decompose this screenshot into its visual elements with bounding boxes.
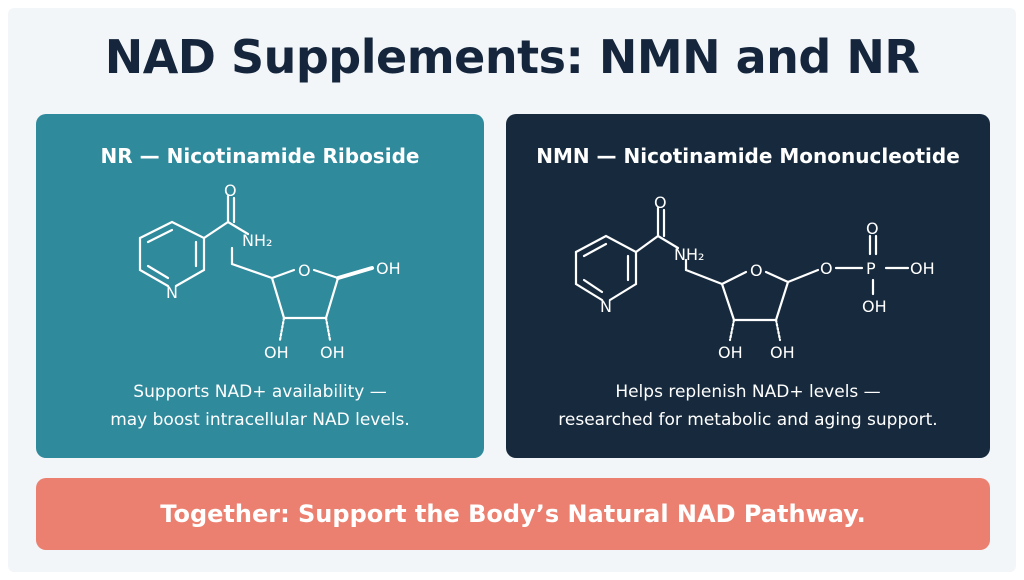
nmn-atom-amide: NH₂ bbox=[674, 245, 704, 264]
nmn-atom-phosphate-top-o: O bbox=[866, 219, 879, 238]
footer-text: Together: Support the Body’s Natural NAD… bbox=[160, 500, 866, 528]
nmn-structure-diagram: O NH₂ N O O P O OH OH OH OH bbox=[574, 193, 935, 362]
nmn-atom-phosphate-oh-right: OH bbox=[910, 259, 935, 278]
nmn-atom-oh-left: OH bbox=[718, 343, 743, 362]
nmn-atom-phosphate-oh-bottom: OH bbox=[862, 297, 887, 316]
footer-banner: Together: Support the Body’s Natural NAD… bbox=[36, 478, 990, 550]
nr-caption-line1: Supports NAD+ availability — bbox=[133, 382, 387, 402]
nr-atom-carbonyl-o: O bbox=[224, 181, 237, 200]
nmn-atom-phosphate-link-o: O bbox=[820, 259, 833, 278]
nr-atom-ring-o: O bbox=[298, 261, 311, 280]
nr-structure-diagram: O NH₂ N O OH OH OH bbox=[138, 181, 401, 362]
nr-caption: Supports NAD+ availability — may boost i… bbox=[36, 378, 484, 434]
nmn-atom-ring-o: O bbox=[750, 261, 763, 280]
nmn-caption-line1: Helps replenish NAD+ levels — bbox=[615, 382, 881, 402]
nmn-atom-ring-n: N bbox=[600, 297, 612, 316]
nmn-caption-line2: researched for metabolic and aging suppo… bbox=[558, 410, 938, 430]
nmn-atom-oh-bottom: OH bbox=[770, 343, 795, 362]
nmn-atom-phosphorus: P bbox=[866, 259, 876, 278]
nmn-caption: Helps replenish NAD+ levels — researched… bbox=[506, 378, 990, 434]
nr-panel: NR — Nicotinamide Riboside bbox=[36, 114, 484, 458]
nmn-heading: NMN — Nicotinamide Mononucleotide bbox=[536, 144, 960, 168]
nr-atom-oh-left: OH bbox=[264, 343, 289, 362]
nr-caption-line2: may boost intracellular NAD levels. bbox=[110, 410, 410, 430]
nr-atom-oh-right: OH bbox=[376, 259, 401, 278]
nmn-panel: NMN — Nicotinamide Mononucleotide bbox=[506, 114, 990, 458]
nr-atom-oh-bottom: OH bbox=[320, 343, 345, 362]
nr-atom-ring-n: N bbox=[166, 283, 178, 302]
page-title: NAD Supplements: NMN and NR bbox=[104, 30, 920, 84]
nr-atom-amide: NH₂ bbox=[242, 231, 272, 250]
nr-heading: NR — Nicotinamide Riboside bbox=[100, 144, 420, 168]
nmn-atom-carbonyl-o: O bbox=[654, 193, 667, 212]
